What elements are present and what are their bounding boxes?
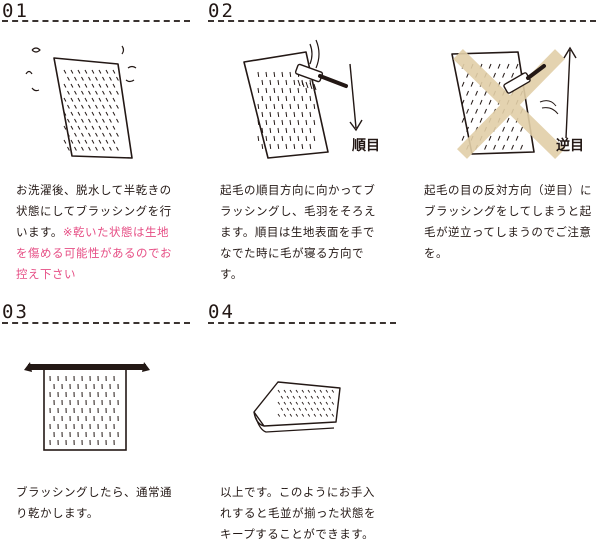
brushing-with-grain-illustration <box>238 38 388 168</box>
step-02-text: 起毛の順目方向に向かってブラッシングし、毛羽をそろえます。順目は生地表面を手でな… <box>220 183 376 281</box>
towel-bar-icon <box>24 362 150 372</box>
step-01-number: 01 <box>2 0 29 22</box>
step-01-warning: ※乾いた状態は生地を傷める可能性があるのでお控え下さい <box>16 225 172 281</box>
step-02b-text: 起毛の目の反対方向（逆目）にブラッシングをしてしまうと起毛が逆立ってしまうのでご… <box>424 183 592 260</box>
step-04-text: 以上です。このようにお手入れすると毛並が揃った状態をキープすることができます。 <box>220 485 376 541</box>
arrow-down-icon <box>349 63 363 132</box>
cross-mark-icon <box>453 49 565 159</box>
against-grain-label: 逆目 <box>556 138 584 154</box>
brush-icon <box>503 64 546 94</box>
against-grain-illustration <box>440 44 590 164</box>
step-04-divider <box>208 322 396 324</box>
step-01-instruction: お洗濯後、脱水して半乾きの状態にしてブラッシングを行います。 <box>16 183 172 239</box>
step-04-number: 04 <box>208 301 235 323</box>
brush-icon <box>294 63 348 91</box>
step-01-divider <box>2 20 190 22</box>
damp-towel-illustration <box>20 40 150 160</box>
step-03-number: 03 <box>2 301 29 323</box>
step-03-divider <box>2 322 190 324</box>
folded-towel-illustration <box>248 378 348 438</box>
step-01-text: お洗濯後、脱水して半乾きの状態にしてブラッシングを行います。※乾いた状態は生地を… <box>16 180 176 285</box>
arrow-up-icon <box>563 46 577 139</box>
step-02-number: 02 <box>208 0 235 22</box>
step-03-text: ブラッシングしたら、通常通り乾かします。 <box>16 485 172 520</box>
step-02-divider <box>208 20 596 22</box>
with-grain-label: 順目 <box>352 138 380 154</box>
hanging-towel-illustration <box>22 352 152 452</box>
